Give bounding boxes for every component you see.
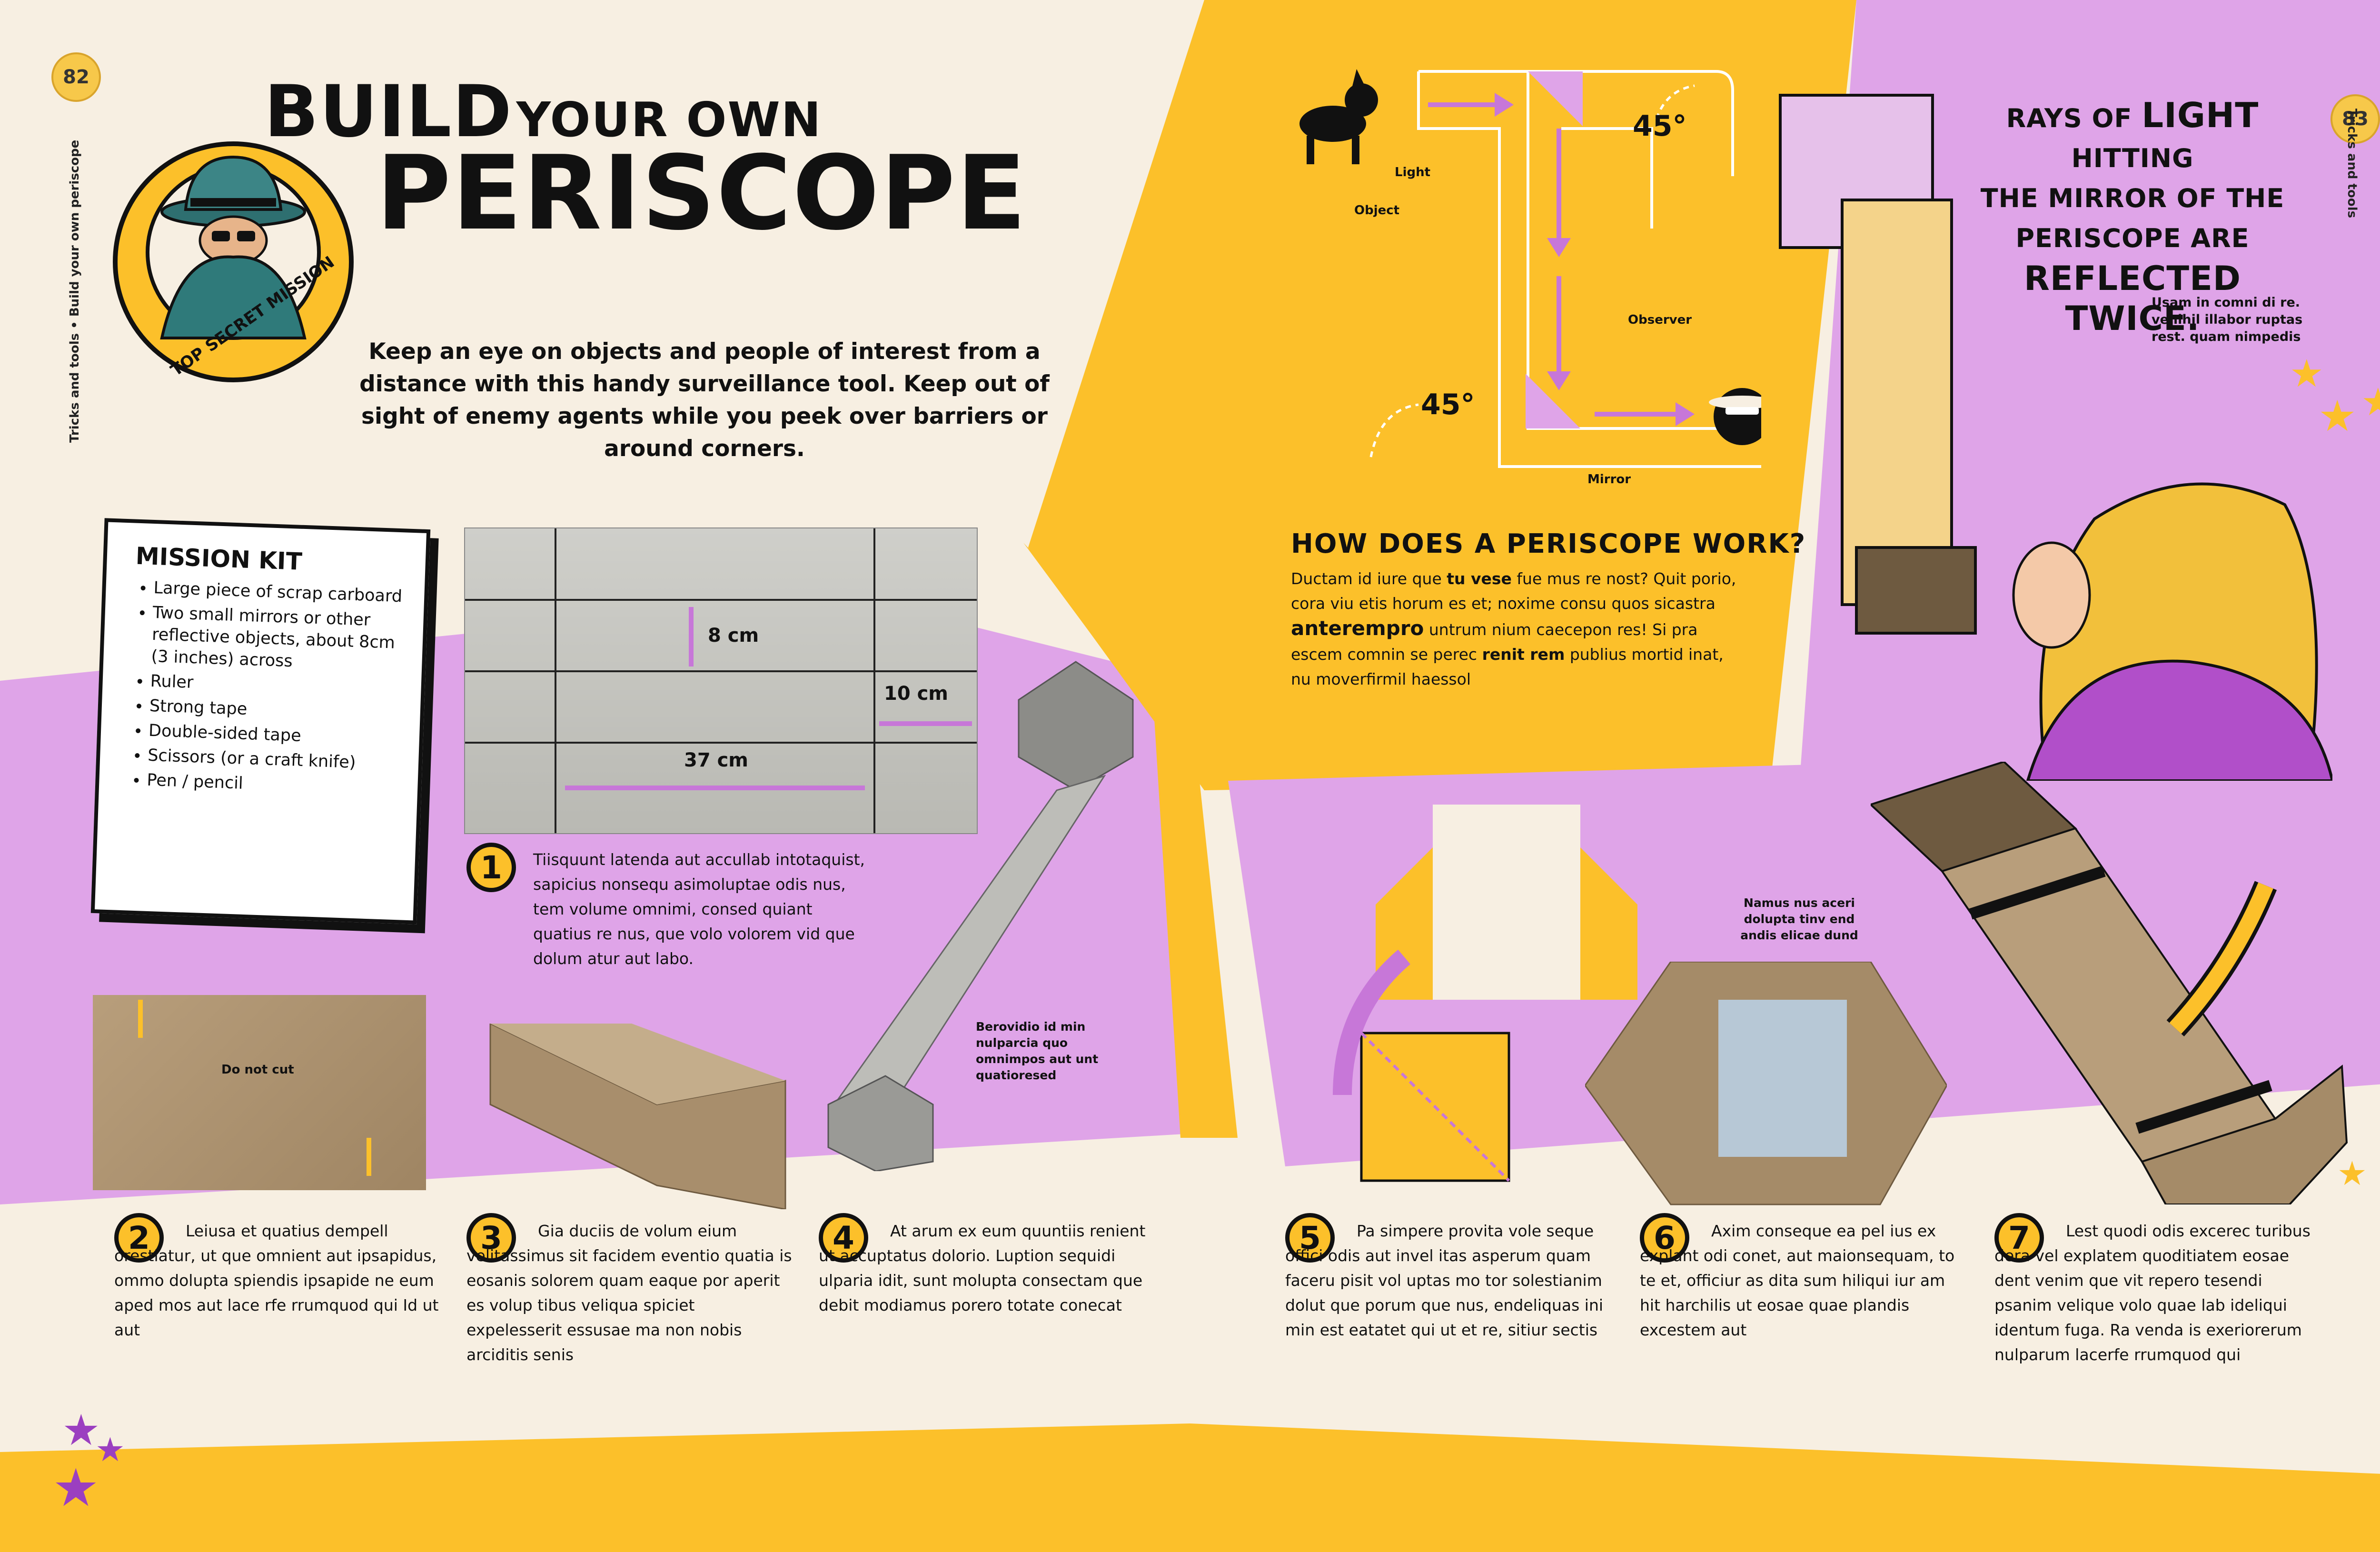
bottom-yellow-band <box>0 1423 2380 1552</box>
how-text: publius mortid inat, nu moverfirmil haes… <box>1291 645 1724 688</box>
rays-light: LIGHT <box>2142 95 2259 135</box>
mission-kit-title: MISSION KIT <box>135 542 303 576</box>
step-number: 6 <box>1640 1213 1689 1263</box>
rays-text: PERISCOPE ARE <box>2015 223 2250 253</box>
observer-label: Observer <box>1628 313 1692 327</box>
usam-callout: Usam in comni di re. venihil illabor rup… <box>2152 295 2303 344</box>
folded-periscope-photo <box>827 661 1134 1171</box>
step-number: 1 <box>466 843 516 892</box>
page-number-right: 83 <box>2330 94 2380 144</box>
mission-kit-list: Large piece of scrap carboard Two small … <box>128 577 406 800</box>
how-text: Ductam id iure que <box>1291 569 1447 588</box>
measure-lines <box>465 528 977 833</box>
angle-top-label: 45° <box>1633 109 1687 143</box>
step-number: 4 <box>819 1213 868 1263</box>
star-icon: ★ <box>95 1430 125 1469</box>
star-icon: ★ <box>2318 391 2357 441</box>
cut-cardboard-photo: Do not cut <box>93 995 426 1190</box>
do-not-cut-label: Do not cut <box>221 1063 294 1077</box>
star-icon: ★ <box>2361 380 2380 424</box>
finished-periscope-photo <box>1871 762 2348 1204</box>
step-2-text: Leiusa et quatius dempell orestiatur, ut… <box>114 1222 439 1339</box>
rays-text: HITTING <box>2071 143 2194 173</box>
step-number: 3 <box>466 1213 516 1263</box>
periscope-girl-illustration <box>1779 94 2332 781</box>
girl-shirt <box>2026 659 2332 781</box>
step-5-text: Pa simpere provita vole seque offici odi… <box>1285 1222 1604 1339</box>
berovidio-callout: Berovidio id min nulparcia quo omnimpos … <box>976 1020 1099 1082</box>
angle-bottom-label: 45° <box>1421 388 1475 421</box>
folded-cardboard-photo <box>489 1024 786 1209</box>
spy-icon <box>1709 388 1761 445</box>
step-4-text: At arum ex eum quuntiis renient ut accup… <box>819 1222 1146 1314</box>
rays-text: REFLECTED TWICE. <box>2023 259 2241 338</box>
bottom-mirror <box>1526 374 1580 428</box>
title-your-own: YOUR OWN <box>516 92 822 148</box>
how-paragraph: Ductam id iure que tu vese fue mus re no… <box>1291 567 1748 692</box>
rays-text: THE MIRROR OF THE <box>1980 183 2285 213</box>
hat-crown <box>184 155 283 211</box>
mirror-in-box-photo <box>1585 962 1947 1205</box>
step-1-text: Tiisquunt latenda aut accullab intotaqui… <box>533 850 865 968</box>
trench-coat <box>160 255 307 339</box>
star-icon: ★ <box>52 1457 99 1518</box>
periscope-diagram <box>1299 69 1761 468</box>
measure-length-label: 37 cm <box>684 749 748 771</box>
title-build: BUILD <box>264 70 513 153</box>
star-icon: ★ <box>2290 351 2324 396</box>
running-head-right: Tricks and tools <box>2345 109 2359 219</box>
how-heading: HOW DOES A PERISCOPE WORK? <box>1291 528 1806 559</box>
mission-kit-box: MISSION KIT Large piece of scrap carboar… <box>90 518 431 925</box>
step-7-text: Lest quodi odis excerec turibus dera vel… <box>1994 1222 2311 1364</box>
step-number: 5 <box>1285 1213 1335 1263</box>
step-number: 7 <box>1994 1213 2044 1263</box>
center-yellow-panel <box>1028 0 1856 790</box>
mirror-label: Mirror <box>1587 472 1631 487</box>
mirror-fold-diagram <box>1333 805 1637 1182</box>
how-text: untrum nium caecepon res! Si pra escem c… <box>1291 620 1698 664</box>
star-icon: ★ <box>2337 1154 2367 1193</box>
how-bold: renit rem <box>1482 645 1565 664</box>
light-label: Light <box>1395 165 1431 179</box>
measure-width-label: 10 cm <box>884 683 948 705</box>
how-text: fue mus re nost? Quit porio, cora viu et… <box>1291 569 1736 613</box>
top-mirror <box>1528 71 1583 126</box>
running-head-left: Tricks and tools • Build your own perisc… <box>68 139 82 443</box>
top-secret-badge <box>113 141 354 382</box>
how-bold: anterempro <box>1291 617 1424 640</box>
step-6-text: Axim conseque ea pel ius ex explant odi … <box>1640 1222 1955 1339</box>
rays-text: RAYS OF <box>2006 103 2142 133</box>
page-title-line2: PERISCOPE <box>376 133 1027 253</box>
page-title-line1: BUILD YOUR OWN <box>264 70 822 153</box>
intro-text: Keep an eye on objects and people of int… <box>359 338 1050 462</box>
kit-item: Two small mirrors or other reflective ob… <box>151 602 405 676</box>
step-3-text: Gia duciis de volum eium velitassimus si… <box>466 1222 792 1364</box>
page-number-left: 82 <box>51 52 101 102</box>
yellow-streak <box>1023 543 1238 1138</box>
namus-callout: Namus nus aceri dolupta tinv end andis e… <box>1740 896 1858 942</box>
rays-caption: RAYS OF LIGHT HITTING THE MIRROR OF THE … <box>1971 95 2294 338</box>
star-icon: ★ <box>62 1405 100 1455</box>
dog-silhouette-icon <box>1299 69 1378 164</box>
how-bold: tu vese <box>1447 569 1512 588</box>
cardboard-measure-photo: 8 cm 10 cm 37 cm <box>464 527 978 834</box>
object-label: Object <box>1354 203 1400 218</box>
measure-height-label: 8 cm <box>708 625 759 647</box>
step-number: 2 <box>114 1213 164 1263</box>
